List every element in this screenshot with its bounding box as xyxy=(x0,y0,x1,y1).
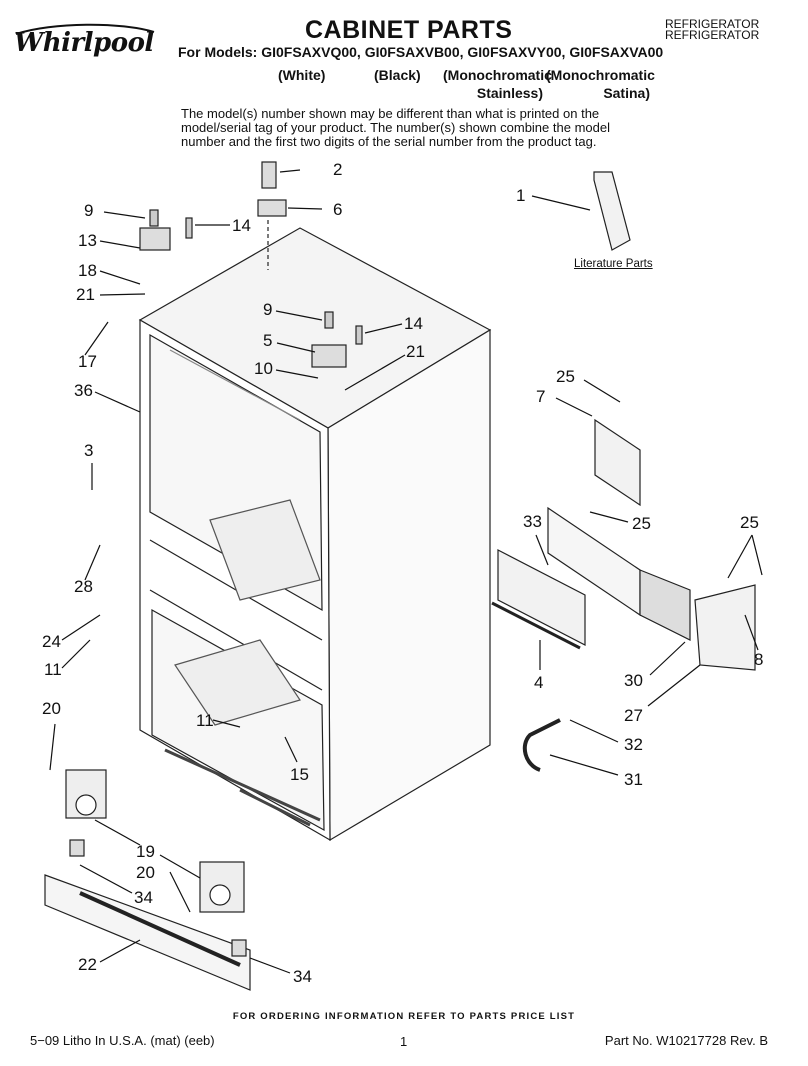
callout-11b: 11 xyxy=(196,711,214,730)
callout-19: 19 xyxy=(136,842,155,861)
page-number: 1 xyxy=(400,1034,408,1049)
filter-panel xyxy=(497,549,586,646)
ordering-info: FOR ORDERING INFORMATION REFER TO PARTS … xyxy=(232,1011,576,1022)
callout-8: 8 xyxy=(754,650,764,669)
callout-5: 5 xyxy=(263,331,273,350)
part-number: Part No. W10217728 Rev. B xyxy=(604,1033,768,1048)
callout-20a: 20 xyxy=(42,699,61,718)
models-line: For Models: GI0FSAXVQ00, GI0FSAXVB00, GI… xyxy=(178,44,664,60)
callout-7: 7 xyxy=(536,387,546,406)
callout-36: 36 xyxy=(74,381,93,400)
callout-33: 33 xyxy=(523,512,542,531)
callout-25c: 25 xyxy=(740,513,759,532)
callout-6: 6 xyxy=(333,200,343,219)
callout-14: 14 xyxy=(232,216,251,235)
callout-25a: 25 xyxy=(556,367,575,386)
drain-hose xyxy=(522,718,561,772)
callout-4: 4 xyxy=(534,673,544,692)
callout-15: 15 xyxy=(290,765,309,784)
callout-22: 22 xyxy=(78,955,97,974)
fan-housing xyxy=(694,584,756,671)
callout-10: 10 xyxy=(254,359,273,378)
callout-21: 21 xyxy=(76,285,95,304)
brand-swoosh-icon xyxy=(15,23,155,35)
brand-logo: Whirlpool xyxy=(14,28,154,58)
literature-parts-label: Literature Parts xyxy=(574,258,653,270)
color-white: (White) xyxy=(278,67,326,83)
page-title: CABINET PARTS xyxy=(305,16,513,44)
callout-24: 24 xyxy=(42,632,61,651)
callout-32: 32 xyxy=(624,735,643,754)
callout-21b: 21 xyxy=(406,342,425,361)
callout-9: 9 xyxy=(84,201,94,220)
callout-20b: 20 xyxy=(136,863,155,882)
callout-2: 2 xyxy=(333,160,343,179)
vent-panel xyxy=(639,569,691,641)
callout-1: 1 xyxy=(516,186,526,205)
literature-book xyxy=(593,171,631,251)
callout-3: 3 xyxy=(84,441,94,460)
callout-31: 31 xyxy=(624,770,643,789)
callout-18: 18 xyxy=(78,261,97,280)
cover-plate xyxy=(594,418,641,507)
callout-9b: 9 xyxy=(263,300,273,319)
callout-30: 30 xyxy=(624,671,643,690)
callout-27: 27 xyxy=(624,706,643,725)
callout-14b: 14 xyxy=(404,314,423,333)
color-black: (Black) xyxy=(374,67,421,83)
callout-25b: 25 xyxy=(632,514,651,533)
callout-28: 28 xyxy=(74,577,93,596)
front-base-grille xyxy=(44,874,251,991)
model-note: The model(s) number shown may be differe… xyxy=(181,106,610,149)
callout-34a: 34 xyxy=(134,888,153,907)
callout-34b: 34 xyxy=(293,967,312,986)
callout-17: 17 xyxy=(78,352,97,371)
callout-13: 13 xyxy=(78,231,97,250)
callout-11a: 11 xyxy=(44,660,62,679)
category-label: REFRIGERATOR REFRIGERATOR xyxy=(665,17,760,42)
litho-info: 5−09 Litho In U.S.A. (mat) (eeb) xyxy=(30,1033,215,1048)
